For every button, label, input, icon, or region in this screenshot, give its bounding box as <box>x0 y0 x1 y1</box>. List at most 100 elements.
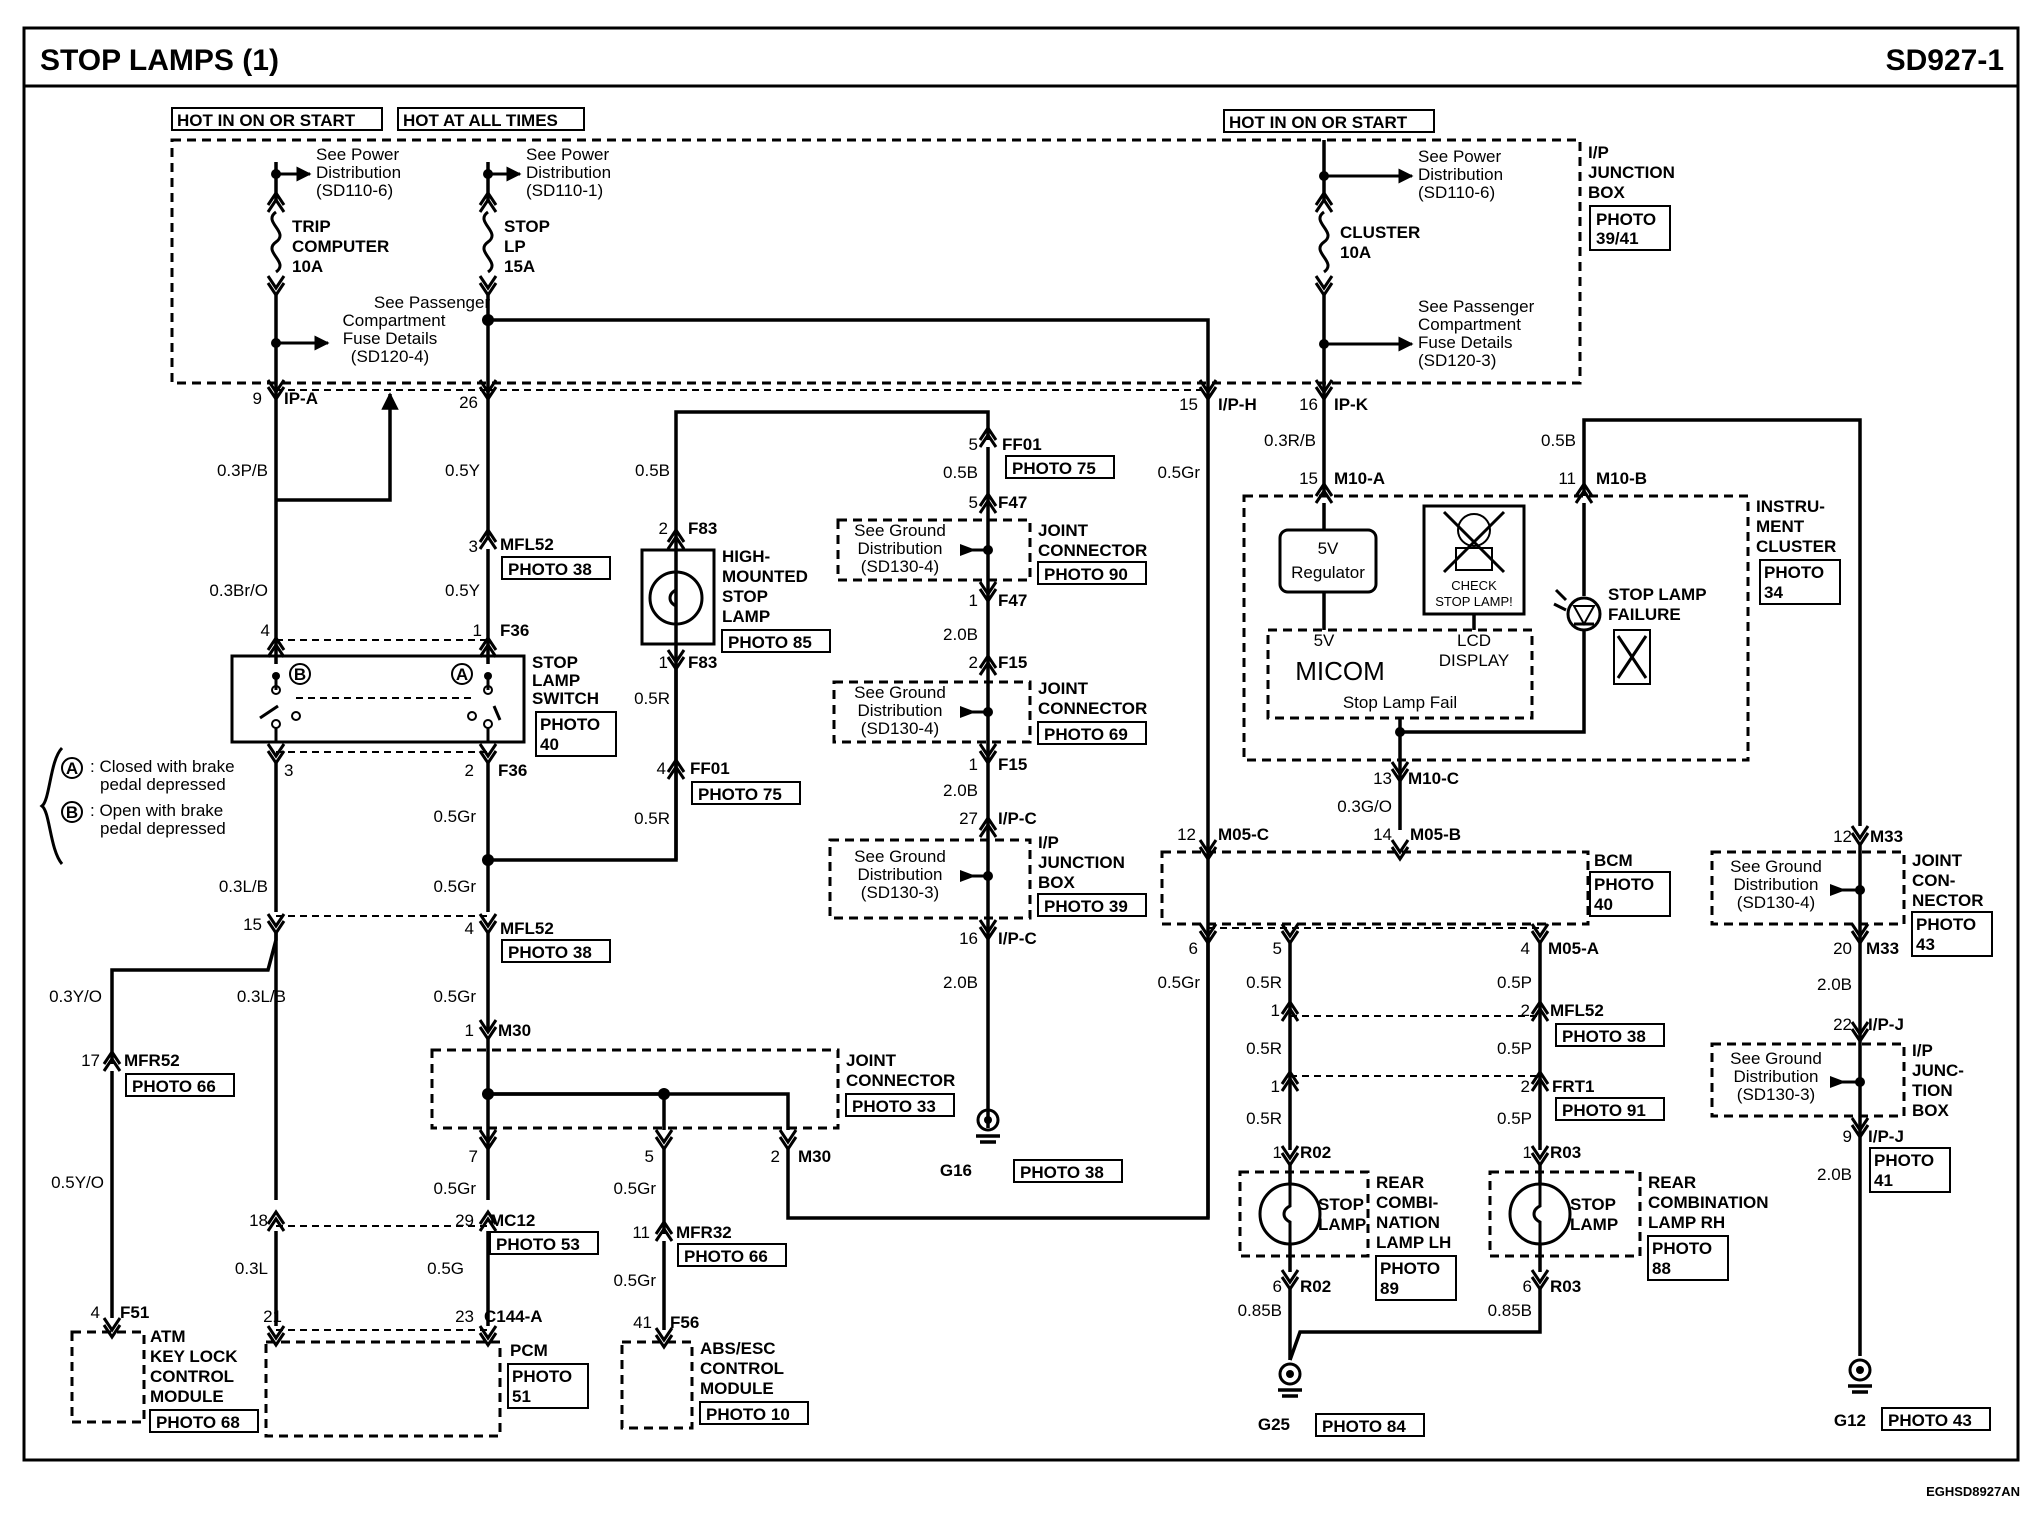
svg-text:PHOTO 53: PHOTO 53 <box>496 1235 580 1254</box>
svg-text:F47: F47 <box>998 493 1027 512</box>
svg-text:PHOTO 75: PHOTO 75 <box>1012 459 1096 478</box>
svg-text:Distribution: Distribution <box>1418 165 1503 184</box>
svg-text:10A: 10A <box>1340 243 1371 262</box>
svg-text:ATM: ATM <box>150 1327 186 1346</box>
fuse-stop-lp: STOP LP 15A <box>478 162 550 540</box>
svg-text:(SD130-3): (SD130-3) <box>1737 1085 1815 1104</box>
svg-text:17: 17 <box>81 1051 100 1070</box>
svg-text:18: 18 <box>249 1211 268 1230</box>
ground-note-69: See Ground Distribution (SD130-4) <box>854 683 946 738</box>
svg-text:CONTROL: CONTROL <box>700 1359 784 1378</box>
svg-text:JOINT: JOINT <box>1912 851 1963 870</box>
atm-key-lock-module: 4 F51 ATM KEY LOCK CONTROL MODULE PHOTO … <box>70 1303 259 1433</box>
svg-text:0.5Gr: 0.5Gr <box>1157 973 1200 992</box>
svg-text:0.5P: 0.5P <box>1497 1109 1532 1128</box>
svg-text:F56: F56 <box>670 1313 699 1332</box>
svg-text:JUNC-: JUNC- <box>1912 1061 1964 1080</box>
svg-text:1: 1 <box>969 755 978 774</box>
svg-text:NATION: NATION <box>1376 1213 1440 1232</box>
svg-text:See Passenger: See Passenger <box>374 293 491 312</box>
svg-text:FRT1: FRT1 <box>1552 1077 1595 1096</box>
svg-text:STOP LAMP!: STOP LAMP! <box>1435 594 1513 609</box>
svg-text:pedal depressed: pedal depressed <box>100 775 226 794</box>
svg-text:4: 4 <box>91 1303 100 1322</box>
ip-junction-box-39-label: I/P JUNCTION BOX PHOTO 39 <box>1037 833 1147 917</box>
footer-code: EGHSD8927AN <box>1926 1484 2020 1499</box>
svg-text:SWITCH: SWITCH <box>532 689 599 708</box>
joint-connector-33-label: JOINT CONNECTOR PHOTO 33 <box>845 1051 955 1117</box>
svg-text:2: 2 <box>771 1147 780 1166</box>
ground-note-39: See Ground Distribution (SD130-3) <box>854 847 946 902</box>
svg-text:(SD120-4): (SD120-4) <box>351 347 429 366</box>
svg-text:15: 15 <box>1299 469 1318 488</box>
svg-text:PHOTO: PHOTO <box>1652 1239 1712 1258</box>
svg-text:C144-A: C144-A <box>484 1307 543 1326</box>
svg-text:MFL52: MFL52 <box>1550 1001 1604 1020</box>
svg-text:STOP LAMP: STOP LAMP <box>1608 585 1707 604</box>
svg-text:PHOTO 39: PHOTO 39 <box>1044 897 1128 916</box>
svg-text:F83: F83 <box>688 653 717 672</box>
svg-text:5V: 5V <box>1314 631 1335 650</box>
svg-text:27: 27 <box>959 809 978 828</box>
diagram-frame <box>22 26 2020 1462</box>
abs-esc-module: 41 F56 ABS/ESC CONTROL MODULE PHOTO 10 <box>620 1313 809 1430</box>
svg-text:0.5R: 0.5R <box>1246 1109 1282 1128</box>
svg-text:Distribution: Distribution <box>526 163 611 182</box>
joint-connector-43-label: JOINT CON- NECTOR PHOTO 43 <box>1911 851 1993 957</box>
connector-mfl52-b: MFL52 <box>500 919 554 938</box>
svg-text:1: 1 <box>473 621 482 640</box>
svg-text:I/P-C: I/P-C <box>998 929 1037 948</box>
svg-text:(SD130-4): (SD130-4) <box>861 719 939 738</box>
svg-text:F36: F36 <box>498 761 527 780</box>
svg-text:F15: F15 <box>998 755 1027 774</box>
svg-text:PHOTO 68: PHOTO 68 <box>156 1413 240 1432</box>
svg-text:M33: M33 <box>1866 939 1899 958</box>
svg-text:34: 34 <box>1764 583 1783 602</box>
svg-text:0.3Y/O: 0.3Y/O <box>49 987 102 1006</box>
svg-text:6: 6 <box>1273 1277 1282 1296</box>
ground-g12: G12 PHOTO 43 <box>1834 1358 1991 1431</box>
note-power-dist-3: See Power Distribution (SD110-6) <box>1418 147 1503 202</box>
svg-text:See Power: See Power <box>316 145 399 164</box>
svg-text:REAR: REAR <box>1376 1173 1424 1192</box>
svg-text:STOP: STOP <box>722 587 768 606</box>
svg-text:(SD130-4): (SD130-4) <box>861 557 939 576</box>
svg-text:F47: F47 <box>998 591 1027 610</box>
svg-text:2.0B: 2.0B <box>943 781 978 800</box>
svg-text:JUNCTION: JUNCTION <box>1588 163 1675 182</box>
svg-text:BOX: BOX <box>1588 183 1626 202</box>
svg-text:LAMP: LAMP <box>532 671 580 690</box>
svg-text:0.5B: 0.5B <box>1541 431 1576 450</box>
svg-text:See Ground: See Ground <box>1730 1049 1822 1068</box>
svg-text:5: 5 <box>969 493 978 512</box>
ip-junction-box-39 <box>828 838 1032 920</box>
connector-ip-k: IP-K <box>1334 395 1369 414</box>
micom: 5V LCD DISPLAY MICOM Stop Lamp Fail <box>1266 628 1534 720</box>
bcm: BCM PHOTO 40 <box>1160 850 1671 926</box>
svg-text:PHOTO 75: PHOTO 75 <box>698 785 782 804</box>
svg-text:(SD110-6): (SD110-6) <box>1418 183 1495 202</box>
svg-text:PHOTO: PHOTO <box>540 715 600 734</box>
svg-text:10A: 10A <box>292 257 323 276</box>
svg-text:0.5Gr: 0.5Gr <box>613 1271 656 1290</box>
svg-text:MODULE: MODULE <box>700 1379 774 1398</box>
svg-text:(SD130-3): (SD130-3) <box>861 883 939 902</box>
ground-note-90: See Ground Distribution (SD130-4) <box>854 521 946 576</box>
svg-text:I/P-J: I/P-J <box>1868 1015 1904 1034</box>
svg-text:2.0B: 2.0B <box>1817 1165 1852 1184</box>
svg-text:1: 1 <box>1523 1143 1532 1162</box>
svg-text:0.5R: 0.5R <box>1246 973 1282 992</box>
svg-text:(SD120-3): (SD120-3) <box>1418 351 1496 370</box>
svg-text:11: 11 <box>1558 469 1576 488</box>
svg-text:PHOTO 43: PHOTO 43 <box>1888 1411 1972 1430</box>
svg-text:PHOTO 66: PHOTO 66 <box>132 1077 216 1096</box>
hot-tag-all-times: HOT AT ALL TIMES <box>403 111 558 130</box>
svg-text:0.5Gr: 0.5Gr <box>613 1179 656 1198</box>
svg-text:LAMP RH: LAMP RH <box>1648 1213 1725 1232</box>
svg-text:JOINT: JOINT <box>1038 521 1089 540</box>
svg-text:3: 3 <box>284 761 293 780</box>
svg-text:CLUSTER: CLUSTER <box>1756 537 1836 556</box>
svg-text:PCM: PCM <box>510 1341 548 1360</box>
